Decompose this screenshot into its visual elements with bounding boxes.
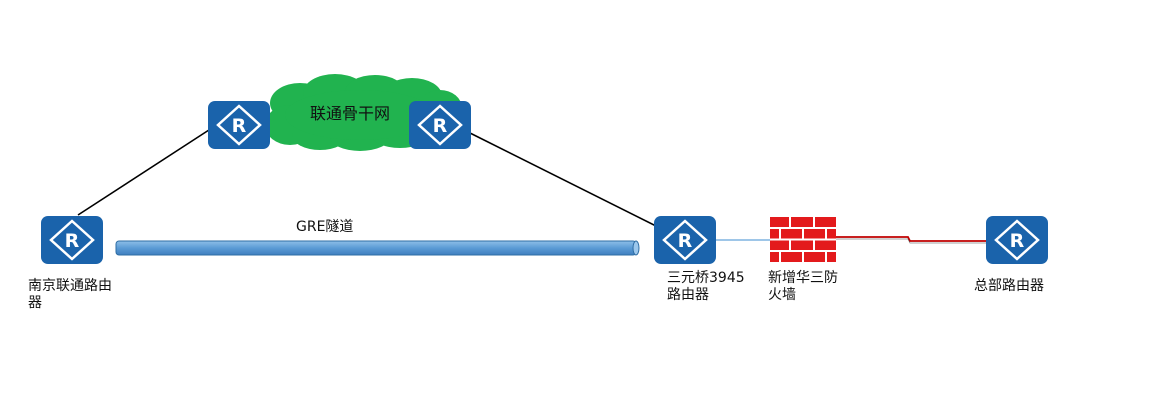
link-backbone-to-sanyuanqiao (469, 132, 661, 229)
firewall-label: 新增华三防 火墙 (768, 270, 838, 303)
link-firewall-to-hq-shadow (836, 238, 988, 244)
link-nanjing-to-backbone (77, 127, 213, 216)
nanjing-router-label: 南京联通路由 器 (28, 278, 112, 311)
sanyuanqiao-router-label: 三元桥3945 路由器 (667, 270, 745, 303)
router-backbone-right (407, 99, 473, 151)
firewall-icon (770, 217, 836, 262)
router-backbone-left (206, 99, 272, 151)
cloud-label: 联通骨干网 (310, 104, 391, 123)
gre-tunnel (115, 240, 640, 256)
router-sanyuanqiao (652, 214, 718, 266)
router-hq (984, 214, 1050, 266)
router-nanjing (39, 214, 105, 266)
link-firewall-to-hq (836, 236, 988, 242)
hq-router-label: 总部路由器 (974, 278, 1044, 294)
tunnel-label: GRE隧道 (296, 219, 354, 235)
